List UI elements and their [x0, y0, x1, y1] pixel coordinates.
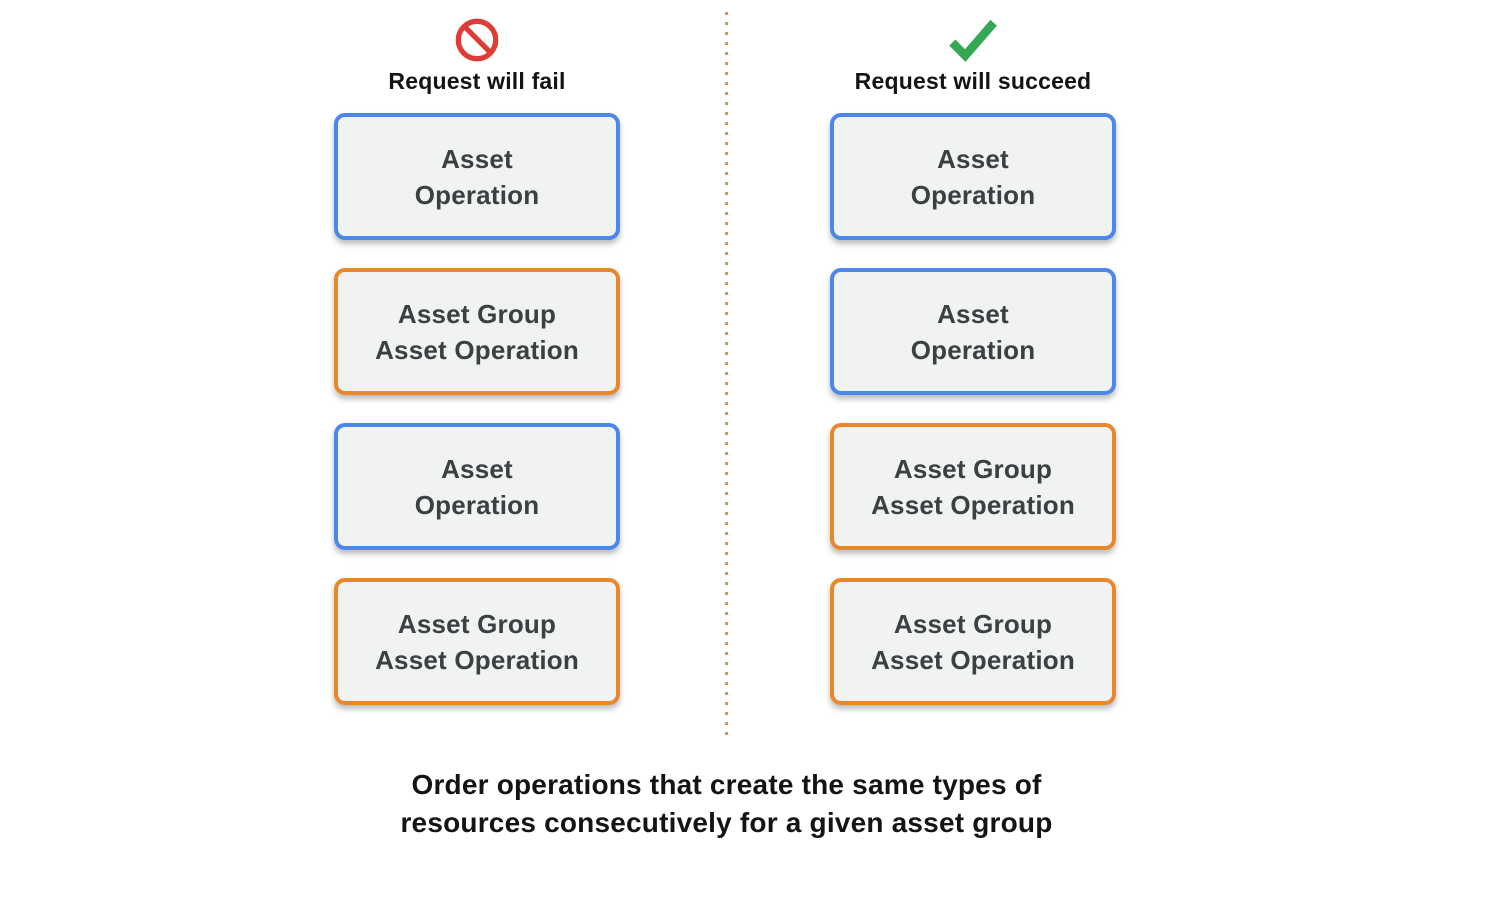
asset-group-asset-operation-box: Asset Group Asset Operation [334, 268, 620, 395]
column-request-succeed: Request will succeed Asset Operation Ass… [830, 0, 1116, 760]
caption: Order operations that create the same ty… [400, 769, 1053, 838]
asset-operation-box: Asset Operation [830, 268, 1116, 395]
asset-group-asset-operation-box: Asset Group Asset Operation [830, 423, 1116, 550]
asset-operation-box: Asset Operation [334, 113, 620, 240]
asset-operation-box: Asset Operation [830, 113, 1116, 240]
dotted-divider [725, 12, 728, 740]
fail-column-header: Request will fail [334, 16, 620, 95]
asset-group-asset-operation-box: Asset Group Asset Operation [830, 578, 1116, 705]
fail-column-title: Request will fail [388, 68, 566, 94]
asset-group-asset-operation-box: Asset Group Asset Operation [334, 578, 620, 705]
column-request-fail: Request will fail Asset Operation Asset … [334, 0, 620, 760]
check-icon [948, 16, 998, 64]
asset-operation-box: Asset Operation [334, 423, 620, 550]
prohibition-icon [452, 16, 502, 64]
succeed-column-header: Request will succeed [830, 16, 1116, 95]
succeed-column-title: Request will succeed [854, 68, 1092, 94]
